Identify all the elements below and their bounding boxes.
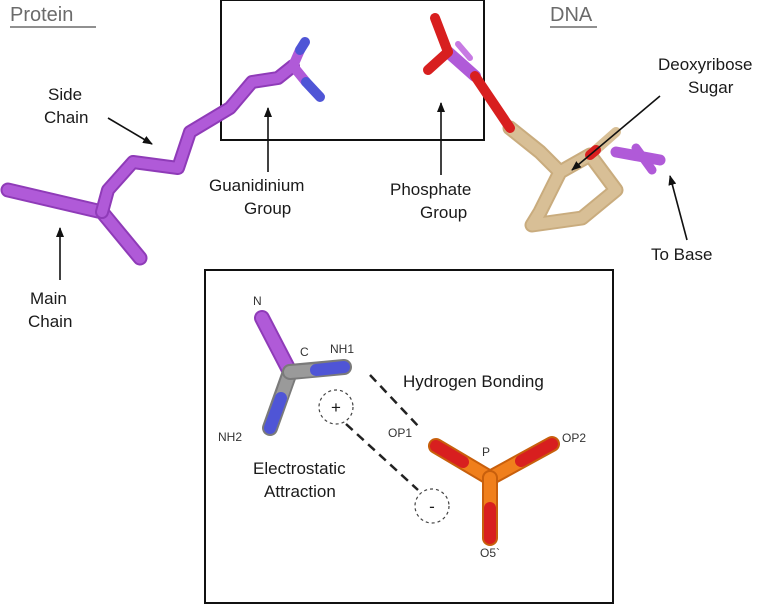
phosphate-highlight	[455, 41, 473, 61]
n-bond	[256, 312, 296, 378]
side-chain	[97, 61, 298, 217]
interaction-highlight-box	[220, 0, 485, 141]
side-chain-arrow	[107, 117, 153, 145]
positive-charge-sign: +	[331, 398, 341, 417]
dna-header: DNA	[550, 4, 593, 26]
atom-label-nh1: NH1	[330, 342, 354, 356]
guanidinium-label-line2: Group	[244, 199, 291, 218]
negative-charge-sign: -	[429, 497, 435, 516]
atom-label-o5: O5`	[480, 546, 500, 560]
nh2-bond-nitrogen	[264, 392, 287, 434]
guanidinium-closeup	[254, 310, 352, 436]
atom-label-op1: OP1	[388, 426, 412, 440]
phosphate-core	[442, 46, 481, 82]
side-chain-label-line1: Side	[48, 85, 82, 104]
atom-label-n: N	[253, 294, 262, 308]
atom-label-op2: OP2	[562, 431, 586, 445]
electrostatic-label-line2: Attraction	[264, 482, 336, 501]
detail-inset-box	[204, 269, 614, 604]
base-linkage-branch	[631, 143, 657, 175]
main-chain-label-line2: Chain	[28, 312, 72, 331]
phosphate-oxygen-2	[423, 47, 453, 75]
to-base-arrow	[668, 175, 688, 241]
o5-bond	[470, 71, 515, 133]
electrostatic-dashed-line	[345, 423, 419, 491]
cz-nh1-bond-nitrogen	[295, 37, 310, 55]
guanidinium-label-line1: Guanidinium	[209, 176, 304, 195]
electrostatic-label-line1: Electrostatic	[253, 459, 346, 478]
positive-charge-circle	[318, 389, 354, 425]
hydrogen-bonding-label: Hydrogen Bonding	[403, 372, 544, 391]
atom-label-p: P	[482, 445, 490, 459]
main-chain-label-line1: Main	[30, 289, 67, 308]
nh1-bond-nitrogen	[310, 361, 350, 376]
hydrogen-bond-dashed-line	[369, 374, 421, 429]
atom-label-nh2: NH2	[218, 430, 242, 444]
phosphate-label-line2: Group	[420, 203, 467, 222]
to-base-label: To Base	[651, 245, 712, 264]
deoxyribose-arrow	[571, 95, 661, 171]
deoxyribose-label-line1: Deoxyribose	[658, 55, 753, 74]
negative-charge-circle	[414, 488, 450, 524]
op1-bond-oxygen	[430, 440, 469, 468]
sugar-ring	[504, 122, 622, 231]
cz-nh2-bond-nitrogen	[301, 77, 325, 102]
arginine-stick-model	[0, 37, 325, 266]
protein-header: Protein	[10, 4, 73, 26]
op2-bond-oxygen	[515, 438, 558, 467]
side-chain-label-line2: Chain	[44, 108, 88, 127]
atom-label-c: C	[300, 345, 309, 359]
phosphate-label-line1: Phosphate	[390, 180, 471, 199]
phosphate-oxygen-1	[430, 13, 453, 57]
phosphate-closeup	[428, 436, 560, 546]
deoxyribose-label-line2: Sugar	[688, 78, 734, 97]
